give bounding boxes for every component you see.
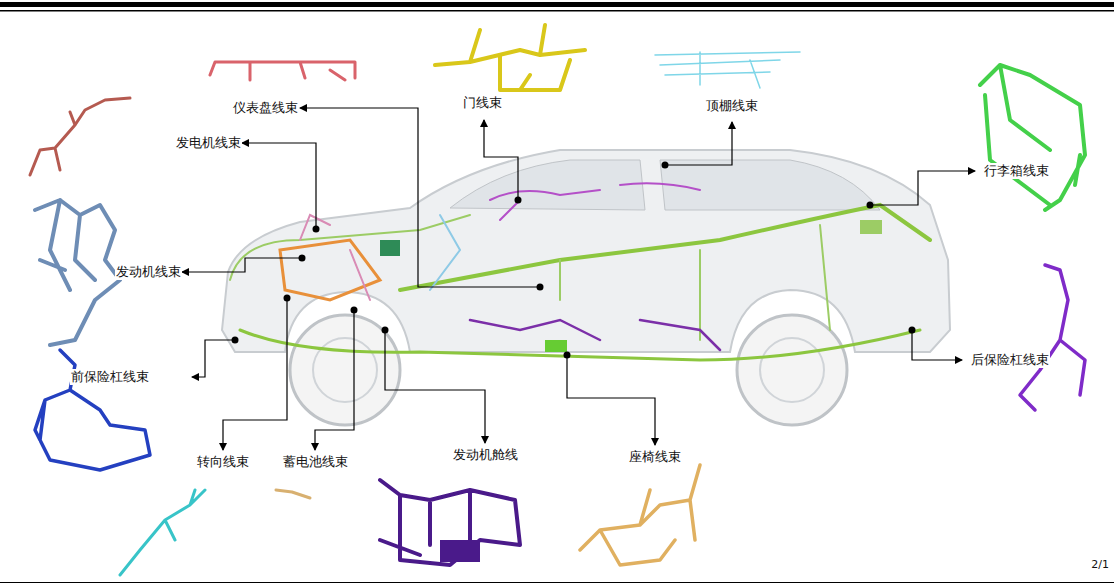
harness-label: 转向线束 bbox=[196, 454, 250, 470]
harness-label: 门线束 bbox=[462, 95, 503, 111]
harness-label: 顶棚线束 bbox=[705, 98, 759, 114]
harness-label: 前保险杠线束 bbox=[70, 369, 150, 385]
harness-label: 后保险杠线束 bbox=[970, 352, 1050, 368]
harness-label: 座椅线束 bbox=[628, 449, 682, 465]
page-number: 2/1 bbox=[1090, 557, 1110, 573]
harness-label: 发动机舱线 bbox=[452, 447, 519, 463]
harness-label: 仪表盘线束 bbox=[232, 100, 299, 116]
harness-label: 蓄电池线束 bbox=[282, 454, 349, 470]
harness-label: 行李箱线束 bbox=[983, 163, 1050, 179]
harness-label: 发动机线束 bbox=[115, 264, 182, 280]
harness-label: 发电机线束 bbox=[175, 135, 242, 151]
